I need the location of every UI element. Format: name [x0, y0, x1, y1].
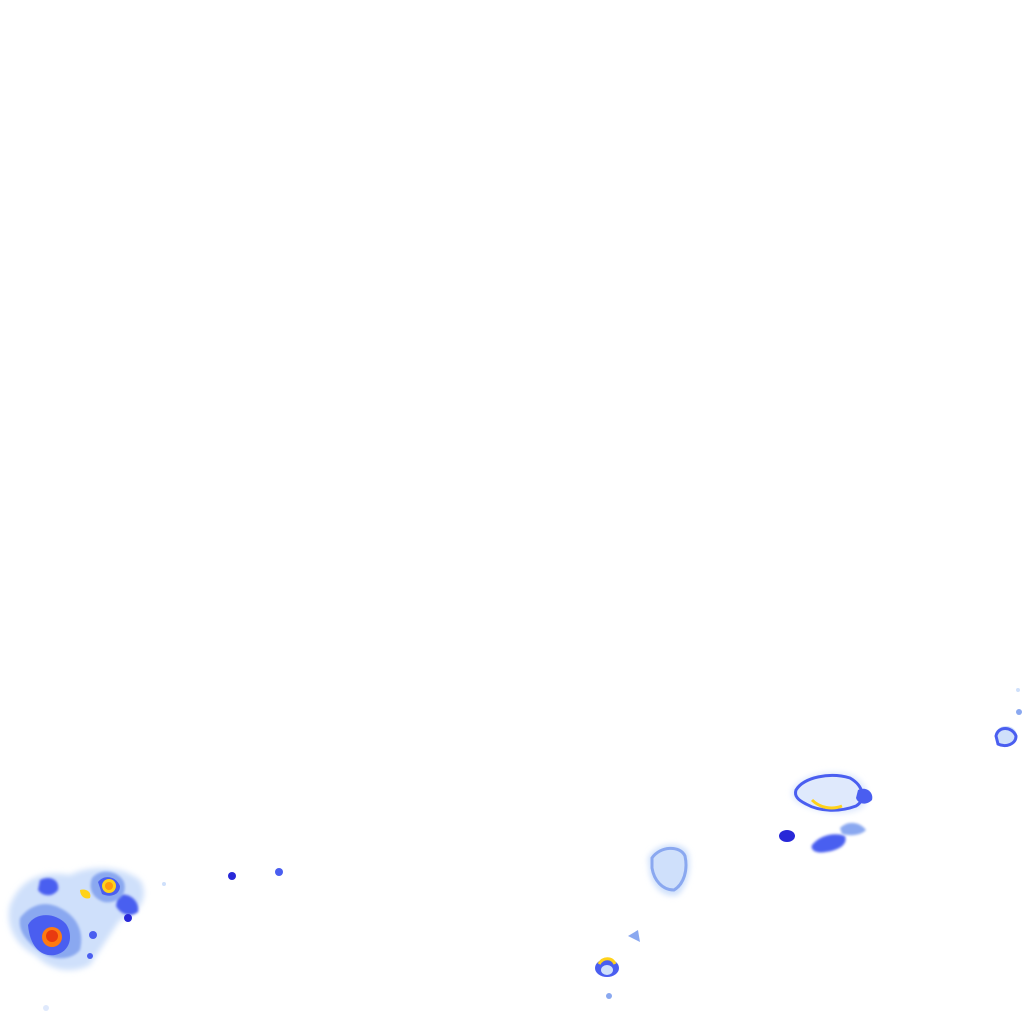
- echo-cell-south-small: [595, 957, 619, 999]
- echo-streak-yellow: [80, 889, 91, 899]
- echo-cell-east-edge: [994, 688, 1022, 748]
- echo-speck-center-left-1: [228, 872, 236, 880]
- echo-band-heavy: [38, 878, 59, 896]
- echo-outline-moderate: [994, 727, 1018, 748]
- echo-speck-faint: [43, 1005, 49, 1011]
- echo-speck: [87, 953, 93, 959]
- echo-outline-light: [650, 846, 688, 892]
- echo-arc-yellow: [597, 957, 617, 965]
- echo-cell-southeast-band: [811, 822, 866, 853]
- echo-band-heavy-2: [116, 894, 139, 915]
- echo-band-moderate: [811, 834, 846, 853]
- echo-speck-faint: [162, 882, 166, 886]
- echo-speck-light: [1016, 709, 1022, 715]
- echo-speck: [124, 914, 132, 922]
- echo-inner: [601, 965, 613, 975]
- echo-speck-center-left-2: [275, 868, 283, 876]
- echo-cell-southwest-secondary: [80, 871, 125, 903]
- echo-core-red: [46, 930, 58, 942]
- echo-streak-yellow: [810, 798, 843, 810]
- echo-speck-heavy: [779, 830, 795, 842]
- echo-speck: [89, 931, 97, 939]
- echo-speck-light: [1016, 688, 1020, 692]
- echo-area-very-light: [791, 772, 868, 814]
- echo-core-orange: [105, 882, 113, 890]
- echo-speck-light: [628, 930, 640, 942]
- echo-speck: [606, 993, 612, 999]
- echo-cell-south-center: [628, 844, 690, 942]
- echo-band-light: [840, 822, 866, 836]
- echo-blob-heavy: [856, 788, 873, 804]
- echo-outline-moderate: [794, 774, 864, 812]
- echo-cluster-southeast: [779, 772, 873, 842]
